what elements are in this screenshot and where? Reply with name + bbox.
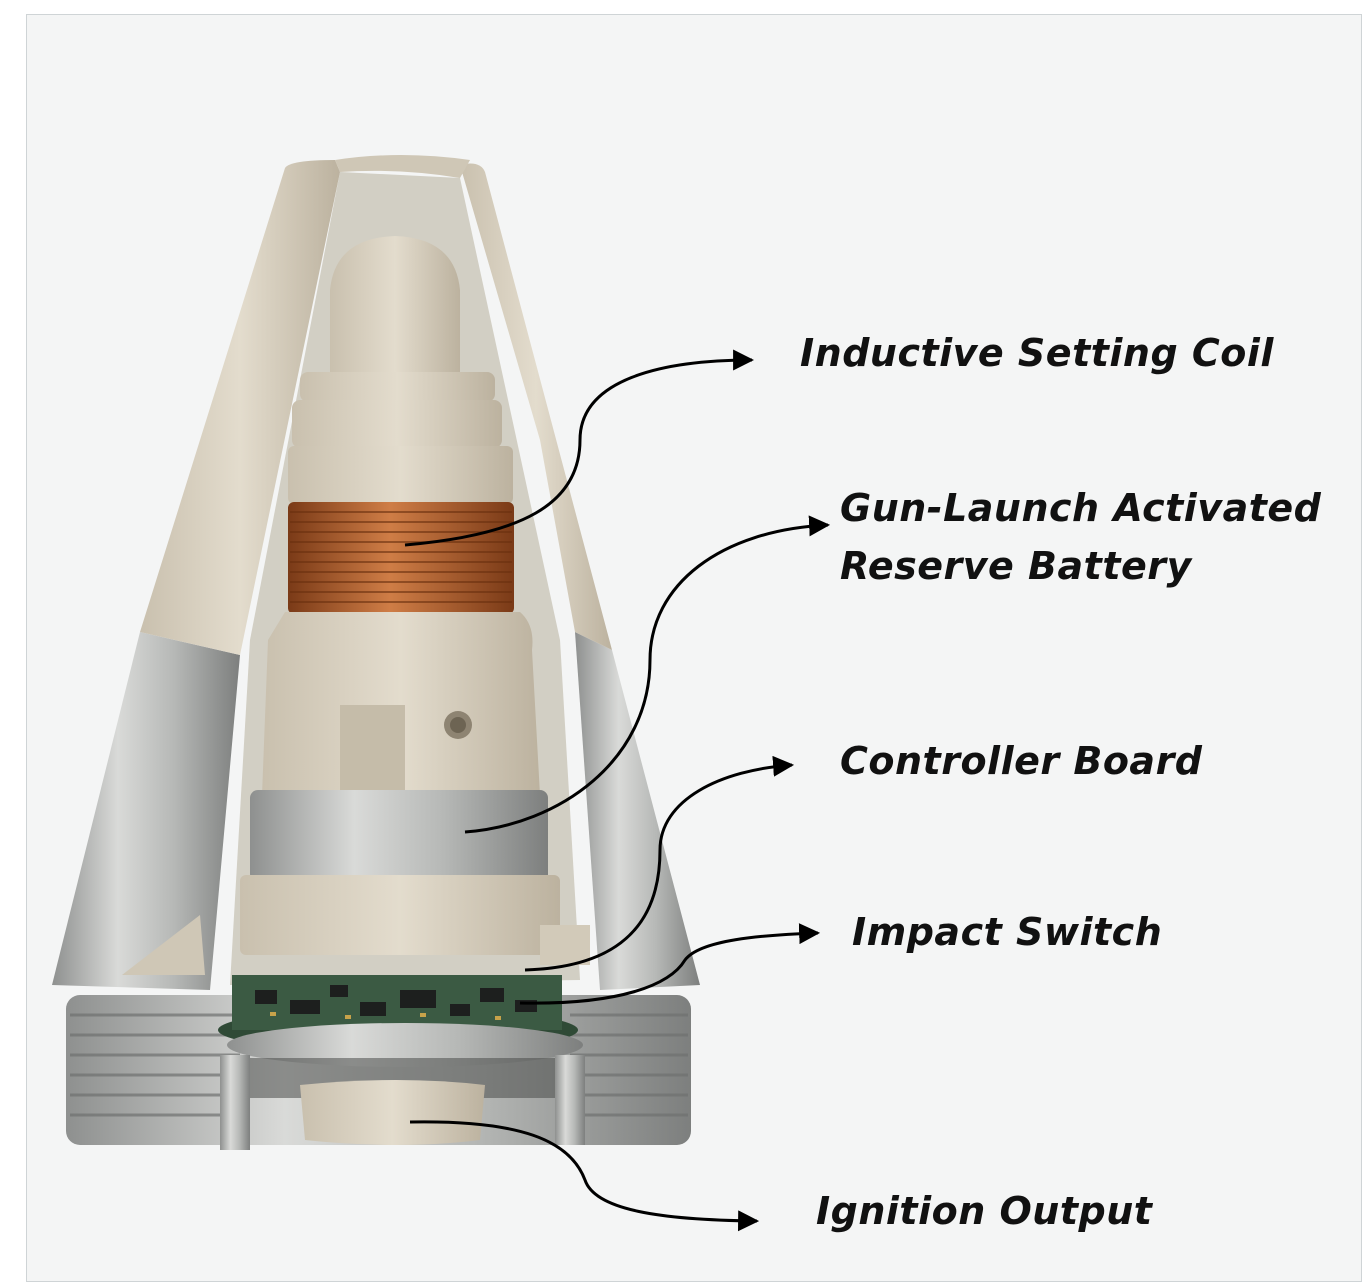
leader-controller-board (524, 755, 795, 972)
leader-ignition-output (409, 1120, 760, 1232)
controller-seat (240, 875, 560, 955)
label-controller-board: Controller Board (840, 739, 1203, 783)
reserve-battery-band (250, 790, 548, 882)
inductive-setting-coil-part (288, 502, 514, 614)
label-impact-switch: Impact Switch (852, 910, 1163, 954)
nose-cone-right (460, 163, 612, 650)
collar-lower (288, 446, 513, 504)
battery-housing (262, 612, 540, 795)
collar-middle (292, 400, 502, 448)
leader-inductive-setting-coil (404, 349, 755, 547)
leader-impact-switch (519, 923, 821, 1005)
label-reserve-battery-line2: Reserve Battery (840, 544, 1192, 588)
leader-reserve-battery (464, 515, 831, 834)
nose-cone-left (140, 160, 340, 655)
ignition-output-cup (300, 1080, 485, 1145)
outer-shell-left (52, 632, 240, 990)
housing-slot (340, 705, 405, 790)
label-reserve-battery-line1: Gun-Launch Activated (840, 486, 1322, 530)
label-ignition-output: Ignition Output (816, 1189, 1153, 1233)
nose-cone-rim (335, 155, 470, 178)
setting-probe-tip (330, 236, 460, 375)
shell-notch (122, 915, 205, 975)
impact-switch-plate (227, 1023, 583, 1067)
collar-upper (300, 372, 495, 402)
outer-shell-right (575, 632, 700, 990)
label-inductive-setting-coil: Inductive Setting Coil (800, 331, 1274, 375)
